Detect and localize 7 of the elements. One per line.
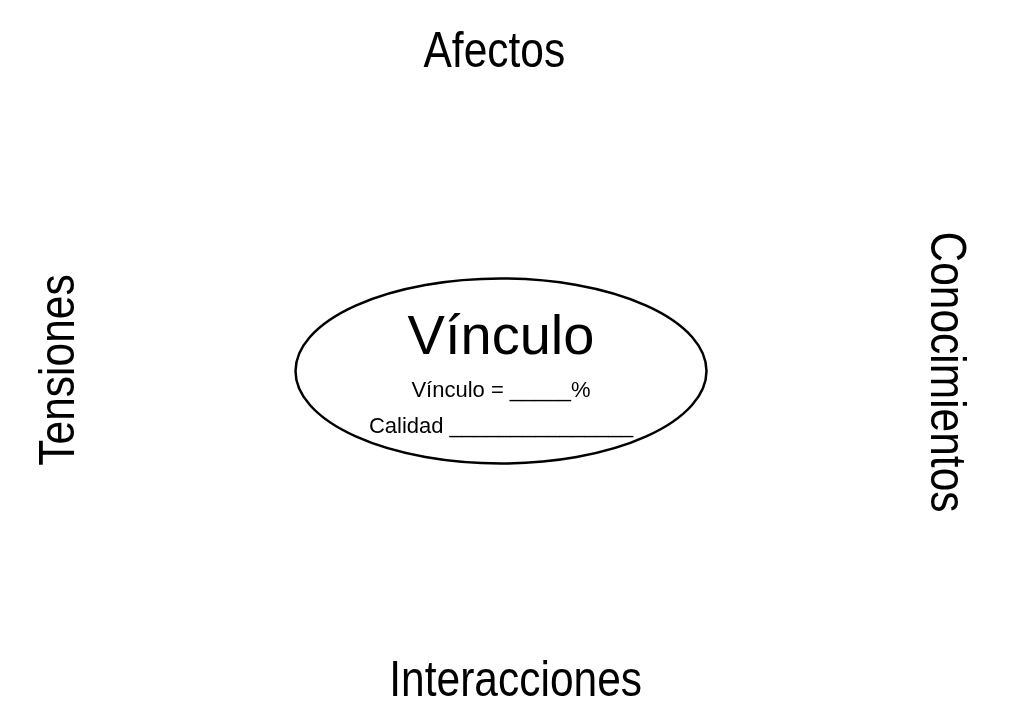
- category-label: Interacciones: [388, 654, 642, 704]
- category-label: Conocimientos: [922, 231, 973, 513]
- category-label: Tensiones: [31, 274, 82, 466]
- node-title: Vínculo: [407, 303, 595, 366]
- category-label: Afectos: [423, 25, 565, 75]
- fill-in-line: Vínculo = _____%: [411, 377, 591, 402]
- fill-in-line: Calidad _______________: [368, 413, 634, 438]
